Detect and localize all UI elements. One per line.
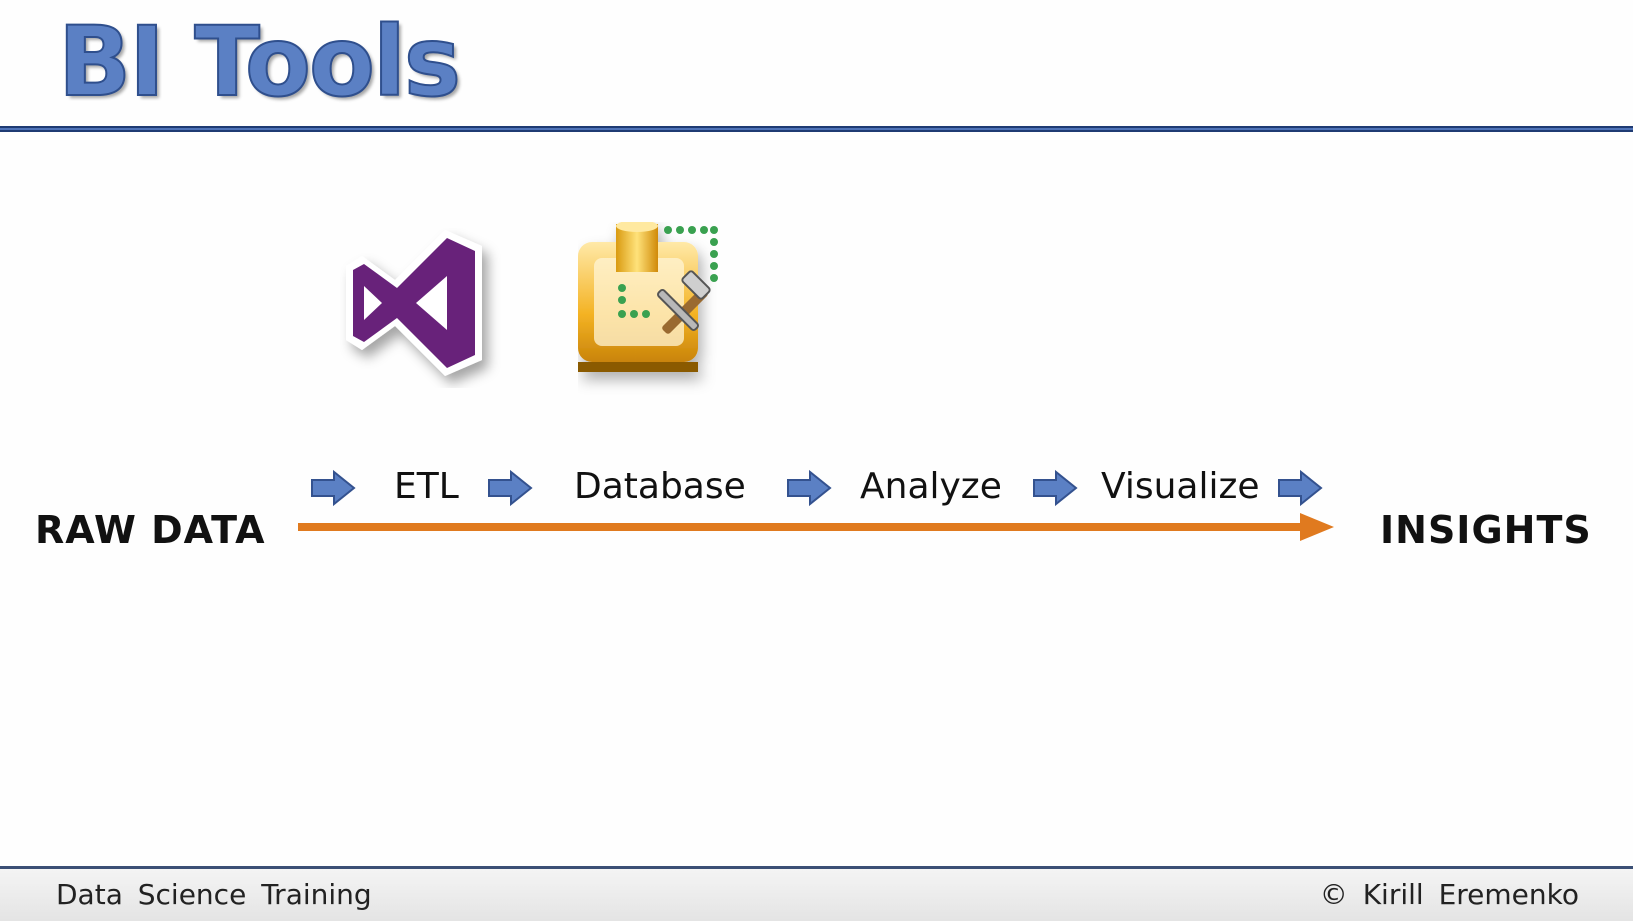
footer-bar: Data Science Training © Kirill Eremenko — [0, 866, 1633, 921]
visual-studio-icon — [346, 230, 482, 376]
step-analyze: Analyze — [860, 466, 1002, 507]
arrow-right-icon — [1033, 469, 1078, 507]
step-visualize: Visualize — [1101, 466, 1260, 507]
arrow-right-icon — [787, 469, 832, 507]
arrow-right-icon — [1278, 469, 1323, 507]
step-database: Database — [574, 466, 746, 507]
footer-course-title: Data Science Training — [56, 878, 372, 911]
sql-server-management-studio-icon — [578, 222, 718, 372]
raw-data-label: RAW DATA — [35, 508, 266, 552]
insights-label: INSIGHTS — [1380, 508, 1592, 552]
arrow-right-icon — [488, 469, 533, 507]
arrow-right-icon — [311, 469, 356, 507]
main-flow-arrow — [298, 513, 1334, 541]
header-divider — [0, 126, 1633, 132]
step-etl: ETL — [394, 466, 459, 507]
footer-copyright: © Kirill Eremenko — [1319, 878, 1579, 911]
page-title: BI Tools — [57, 6, 462, 118]
